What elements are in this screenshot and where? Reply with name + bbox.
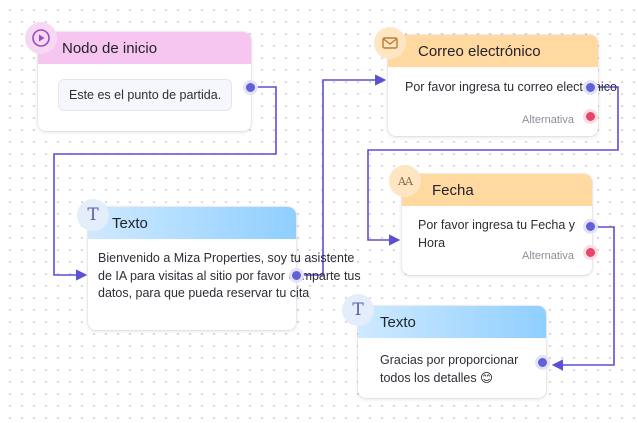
text-node-2-header[interactable]: Texto [358, 306, 546, 338]
start-node-header[interactable]: Nodo de inicio [38, 32, 251, 64]
font-size-icon-glyph: AA [398, 174, 413, 188]
text-node-1-message: Bienvenido a Miza Properties, soy tu asi… [98, 251, 361, 300]
start-node-body: Este es el punto de partida. [38, 64, 251, 111]
email-node-title: Correo electrónico [418, 42, 541, 60]
text-t-icon-glyph: T [352, 300, 364, 320]
text-node-2-message: Gracias por proporcionar todos los detal… [380, 353, 519, 385]
date-node-alt-label: Alternativa [522, 250, 574, 262]
font-size-icon: AA [389, 165, 421, 197]
text-node-2-body: Gracias por proporcionar todos los detal… [358, 338, 546, 387]
text-node-1-output-handle[interactable] [289, 268, 304, 283]
start-node-message: Este es el punto de partida. [58, 79, 233, 111]
email-node-body: Por favor ingresa tu correo electrónico … [388, 67, 617, 136]
date-node-title: Fecha [432, 181, 474, 199]
start-node[interactable]: Nodo de inicio Este es el punto de parti… [38, 32, 251, 131]
envelope-icon [374, 27, 406, 59]
date-node-body: Por favor ingresa tu Fecha y Hora Altern… [402, 206, 592, 275]
text-node-1-body: Bienvenido a Miza Properties, soy tu asi… [88, 239, 361, 303]
text-t-icon-glyph: T [87, 205, 99, 225]
text-node-1-header[interactable]: Texto [88, 207, 296, 239]
connector-text1-to-email [304, 74, 387, 276]
start-node-output-handle[interactable] [243, 80, 258, 95]
text-node-2-input-handle[interactable] [535, 355, 550, 370]
email-node-alt-handle[interactable] [583, 109, 598, 124]
date-node[interactable]: Fecha Por favor ingresa tu Fecha y Hora … [402, 174, 592, 275]
text-node-1[interactable]: Texto Bienvenido a Miza Properties, soy … [88, 207, 361, 330]
text-node-2[interactable]: Texto Gracias por proporcionar todos los… [358, 306, 546, 398]
text-t-icon: T [77, 199, 109, 231]
date-node-output-handle[interactable] [583, 219, 598, 234]
start-node-title: Nodo de inicio [62, 39, 158, 57]
date-node-header[interactable]: Fecha [402, 174, 592, 206]
email-node-header[interactable]: Correo electrónico [388, 35, 598, 67]
text-node-1-title: Texto [112, 214, 148, 232]
text-t-icon: T [342, 294, 374, 326]
email-node-alt-label: Alternativa [522, 114, 574, 126]
text-node-2-title: Texto [380, 313, 416, 331]
email-node-output-handle[interactable] [583, 80, 598, 95]
email-node[interactable]: Correo electrónico Por favor ingresa tu … [388, 35, 617, 136]
date-node-alt-handle[interactable] [583, 245, 598, 260]
play-circle-icon [25, 22, 57, 54]
